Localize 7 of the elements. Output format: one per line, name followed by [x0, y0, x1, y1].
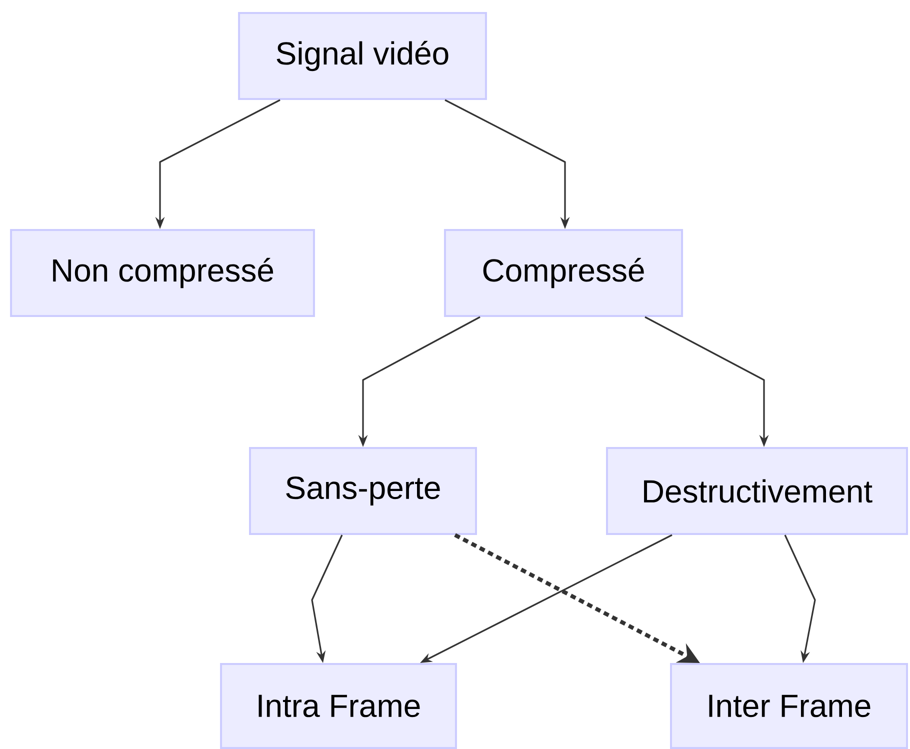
process-box: Compressé — [444, 229, 684, 317]
process-box: Sans-perte — [249, 447, 477, 535]
process-box: Signal vidéo — [238, 12, 487, 100]
process-box: Non compressé — [10, 229, 315, 317]
process-box: Intra Frame — [220, 663, 457, 749]
process-box: Inter Frame — [670, 663, 908, 749]
process-box: Destructivement — [606, 447, 908, 535]
